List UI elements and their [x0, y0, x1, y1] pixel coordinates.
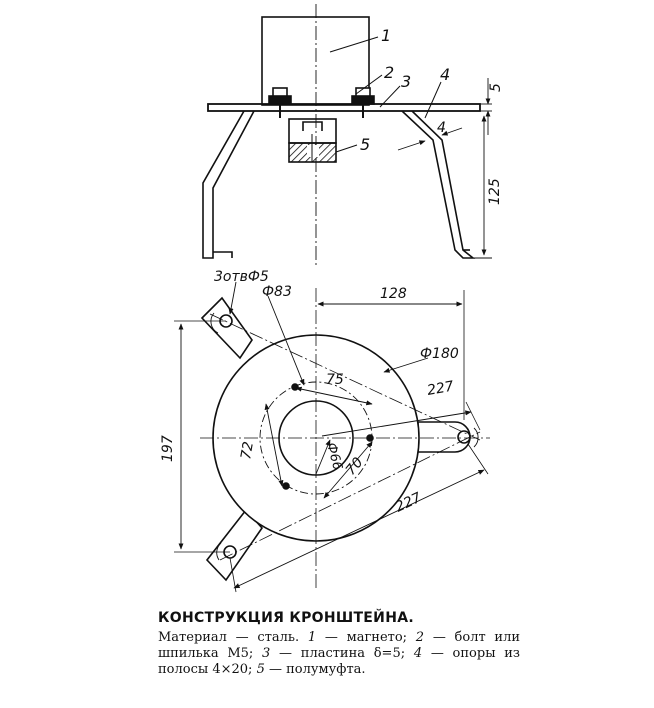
bolt-hole-3: [282, 482, 290, 490]
callout-1: 1: [381, 26, 391, 45]
arm-upper-left: [200, 296, 253, 360]
leader-1: [329, 36, 379, 53]
caption-num-4: 4: [413, 646, 423, 661]
bolt-left: [268, 87, 292, 118]
dim-197: 197: [160, 435, 176, 462]
note-3-holes: 3отвФ5: [214, 269, 269, 285]
callout-3: 3: [401, 72, 411, 91]
leader-3: [379, 85, 401, 108]
dim-d180: Ф180: [420, 346, 459, 362]
dim-72: 72: [238, 440, 257, 460]
caption-text-4: — пластина δ=5;: [270, 646, 414, 661]
caption-text-5: — опоры из полосы 4×20;: [158, 646, 521, 677]
dim-d83: Ф83: [262, 284, 292, 300]
caption-num-1: 1: [307, 630, 317, 645]
dim-strip-4: 4: [437, 120, 446, 136]
callout-4: 4: [440, 65, 450, 84]
plan-view: [174, 281, 490, 593]
dim-height-125: 125: [487, 178, 503, 205]
caption-text-2: — магнето;: [316, 630, 416, 645]
caption-num-2: 2: [415, 630, 425, 645]
caption-title: КОНСТРУКЦИЯ КРОНШТЕЙНА.: [158, 610, 414, 626]
callout-2: 2: [384, 63, 394, 82]
dim-d66: Ф66: [323, 441, 345, 472]
foot-left: [213, 251, 233, 258]
caption-num-5: 5: [256, 662, 265, 677]
dim-128: 128: [380, 286, 407, 302]
bracket-drawing: 1 2 3 4 5 5 125 4: [160, 4, 504, 593]
caption-num-3: 3: [262, 646, 271, 661]
dim-75: 75: [326, 372, 344, 388]
callout-5: 5: [360, 135, 370, 154]
leader-2: [355, 74, 383, 95]
mount-hole-right: [457, 430, 471, 444]
magneto-body: [261, 16, 370, 106]
leader-5: [335, 144, 358, 153]
caption-text-1: Материал — сталь.: [158, 630, 308, 645]
caption-text-3: — болт или шпилька М5;: [158, 630, 520, 661]
bolt-right: [351, 87, 375, 118]
support-left: [202, 110, 255, 259]
dim-thickness-5: 5: [488, 83, 504, 92]
figure-caption: КОНСТРУКЦИЯ КРОНШТЕЙНА. Материал — сталь…: [158, 610, 520, 678]
dim-227-upper: 227: [426, 379, 455, 399]
bolt-hole-1: [291, 383, 299, 391]
leader-4: [424, 81, 442, 119]
side-view: [202, 4, 492, 268]
plate: [207, 103, 481, 112]
arm-right: [417, 421, 471, 453]
half-coupling: [288, 118, 337, 163]
caption-text-6: — полумуфта.: [264, 662, 366, 677]
caption-body: Материал — сталь. 1 — магнето; 2 — болт …: [158, 630, 520, 678]
